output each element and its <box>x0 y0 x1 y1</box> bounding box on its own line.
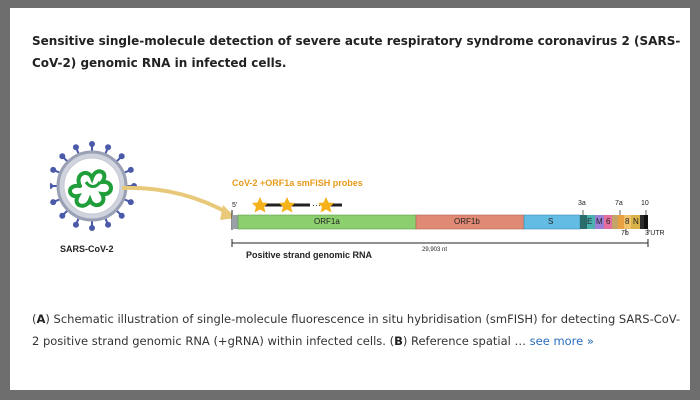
segment-6: 6 <box>606 217 611 226</box>
segment-s: S <box>548 217 554 226</box>
strand-label: Positive strand genomic RNA <box>246 250 373 260</box>
figure-card: Sensitive single-molecule detection of s… <box>10 8 690 390</box>
figure-caption: (A) Schematic illustration of single-mol… <box>32 312 681 348</box>
svg-text:···: ··· <box>312 200 321 210</box>
genome-schematic: ··· <box>50 141 649 247</box>
probes-label: CoV-2 +ORF1a smFISH probes <box>232 178 363 188</box>
label-3utr: 3'UTR <box>645 230 665 237</box>
segment-orf1a: ORF1a <box>314 217 340 226</box>
label-10: 10 <box>641 200 649 207</box>
genome-length-label: 29,903 nt <box>422 247 448 253</box>
caption-part-b: B <box>394 334 403 348</box>
segment-m: M <box>596 217 603 226</box>
virus-label: SARS-CoV-2 <box>60 244 114 254</box>
segment-8: 8 <box>625 217 630 226</box>
figure-title: Sensitive single-molecule detection of s… <box>32 34 681 70</box>
segment-e: E <box>587 217 593 226</box>
caption-text-a: ) Schematic illustration of single-molec… <box>32 312 681 348</box>
caption-part-a: A <box>36 312 46 326</box>
figure-schematic: ··· <box>50 126 690 276</box>
label-7a: 7a <box>615 200 623 207</box>
label-3a: 3a <box>578 200 586 207</box>
probe-stars-icon: ··· <box>252 197 342 213</box>
caption-text-b: ) Reference spatial … <box>402 334 530 348</box>
five-prime-label: 5' <box>232 202 238 209</box>
label-7b: 7b <box>621 230 629 237</box>
segment-n: N <box>633 217 639 226</box>
see-more-link[interactable]: see more » <box>529 334 594 348</box>
segment-orf1b: ORF1b <box>454 217 480 226</box>
